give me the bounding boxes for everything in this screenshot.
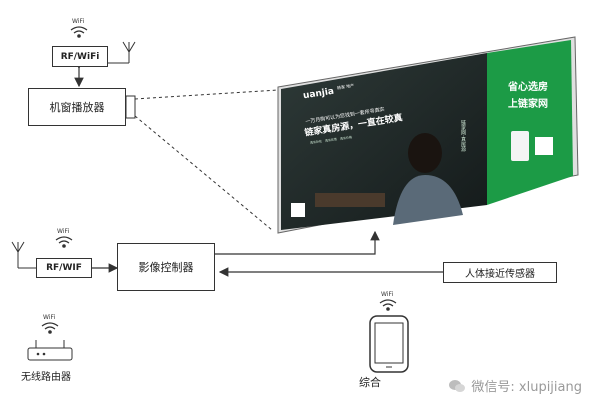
billboard-right-line1: 省心选房 xyxy=(508,82,548,93)
wechat-icon xyxy=(449,379,466,392)
rf-wifi-top-box: RF/WiFi xyxy=(52,46,108,67)
billboard-screen xyxy=(277,36,579,234)
billboard-right-line2: 上链家网 xyxy=(508,99,548,110)
wifi-label-router: WiFi xyxy=(43,314,56,321)
controller-box: 影像控制器 xyxy=(117,243,215,291)
phone-caption: 综合 xyxy=(359,376,381,389)
wifi-label-top: WiFi xyxy=(72,18,85,25)
wifi-label-rf: WiFi xyxy=(57,228,70,235)
router-icon xyxy=(27,340,73,361)
phone-icon xyxy=(369,315,409,373)
watermark-text: 微信号: xlupijiang xyxy=(471,380,582,395)
router-label: 无线路由器 xyxy=(21,372,71,383)
sensor-box: 人体接近传感器 xyxy=(443,262,557,283)
player-box: 机窗播放器 xyxy=(28,88,126,126)
rf-wif-bottom-box: RF/WIF xyxy=(36,258,92,278)
billboard-side-text: 链家网·真房源 xyxy=(460,120,466,152)
wifi-label-phone: WiFi xyxy=(381,291,394,298)
wechat-watermark: 微信号: xlupijiang xyxy=(449,376,582,395)
